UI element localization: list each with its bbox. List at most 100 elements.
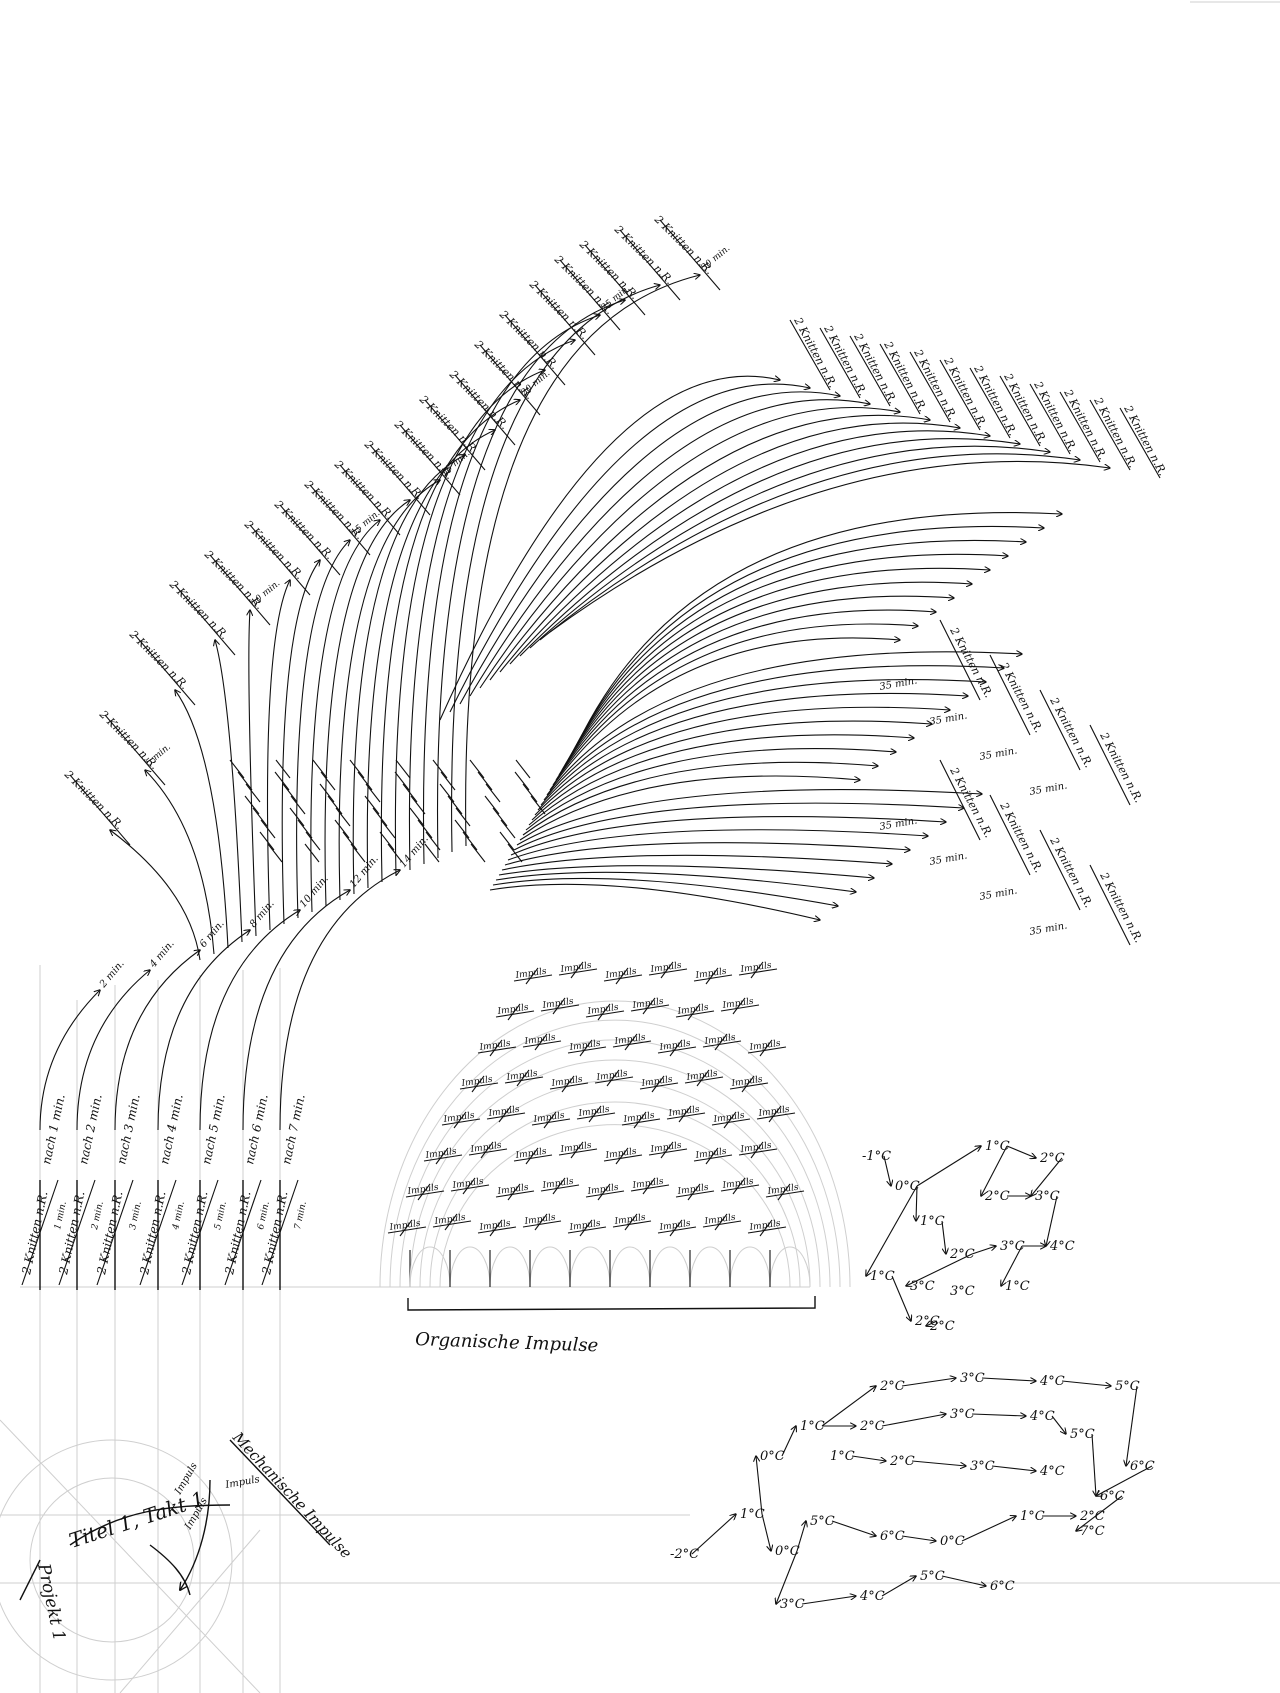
knit-label: 2 Knitten n.R. [997,799,1045,875]
knit-tick [939,759,981,841]
impuls-tick [669,1039,683,1057]
impuls-underline [630,1184,670,1192]
arc-right [558,596,954,776]
knit-tick [1089,864,1131,946]
column-minutes: 5 min. [213,1200,229,1230]
arc-right [555,610,936,781]
hatch-mark [432,759,448,779]
hatch-mark [417,819,433,839]
temperature-arrow [776,1550,798,1604]
impuls-underline [468,1148,508,1156]
arc-up-left [451,285,660,853]
column-nach-label: nach 2 min. [76,1093,105,1166]
arc-right [489,883,820,920]
impuls-label: Impuls [622,1111,656,1125]
knit-label: 2 Knitten n.R. [1097,869,1145,945]
temperature-node: -1°C [862,1149,891,1164]
impuls-tick [471,1075,485,1093]
temperature-node: 2°C [859,1419,885,1434]
impuls-label: Impuls [478,1219,512,1233]
hatch-mark [455,807,471,827]
impuls-tick [615,1147,629,1165]
impuls-label: Impuls [478,1039,512,1053]
impuls-underline [477,1046,517,1054]
arc-upper-right [509,430,990,665]
knit-tick [619,229,681,301]
hatch-mark [364,795,380,815]
hatch-mark [365,783,381,803]
column-arc [279,870,400,1131]
column-arc-end: 8 min. [248,898,277,929]
pencil-arch [689,1246,731,1288]
arc-end-minutes: 35 min. [929,710,969,727]
column-tick [261,1179,299,1286]
temperature-node: 5°C [810,1514,835,1529]
column-nach-label: nach 3 min. [114,1093,143,1166]
temperature-arrow [941,1575,986,1586]
arc-up-left [310,520,380,913]
impuls-underline [513,974,553,982]
impuls-tick [696,1069,710,1087]
impuls-label: Impuls [649,1141,683,1155]
column-nach-label: nach 6 min. [242,1093,271,1166]
pencil-arch [649,1246,691,1288]
column-tick [21,1179,59,1286]
column-arc-end: 4 min. [147,938,177,970]
temperature-node: 1°C [1005,1279,1030,1294]
knit-tick [939,619,981,701]
impuls-underline [756,1112,796,1120]
arc-end-minutes: 35 min. [879,675,919,692]
arc-upper-right [479,407,900,689]
impuls-label: Impuls [748,1039,782,1053]
arc-right [537,693,968,811]
temperature-node: 2°C [949,1247,975,1262]
impuls-underline [576,1112,616,1120]
hatch-mark [485,783,501,803]
impuls-tick [579,1039,593,1057]
hatch-mark [530,795,546,815]
impuls-underline [675,1190,715,1198]
arc-up-left [408,340,575,871]
knit-label: 2 Knitten n.R. [997,659,1045,735]
impuls-tick [489,1219,503,1237]
arc-end-minutes: 35 min. [879,815,919,832]
column-arc [157,930,250,1131]
knit-tick [1089,399,1131,471]
temperature-node: 1°C [985,1139,1010,1154]
impuls-label: Impuls [559,1141,593,1155]
impuls-tick [435,1147,449,1165]
hatch-mark [425,831,441,851]
pencil-arch [569,1246,611,1288]
temperature-node: 1°C [920,1214,945,1229]
temperature-node: 3°C [1035,1189,1060,1204]
pencil-dome [379,1000,851,1288]
organic-caption: Organische Impulse [415,1329,599,1356]
impuls-underline [477,1226,517,1234]
arc-end-minutes: 35 min. [929,850,969,867]
impuls-underline [540,1184,580,1192]
temperature-node: 4°C [1049,1239,1075,1254]
hatch-mark [327,795,343,815]
knit-label: 2 Knitten n.R. [947,764,995,840]
impuls-underline [747,1226,787,1234]
impuls-tick [624,1213,638,1231]
temperature-node: -2°C [670,1547,699,1562]
column-knit-label: 2 Knitten n.R. [19,1190,51,1277]
temperature-node: 1°C [740,1507,765,1522]
impuls-label: Impuls [532,1111,566,1125]
temperature-arrow [981,1145,1008,1196]
temperature-arrow [961,1516,1016,1542]
impuls-tick [606,1069,620,1087]
impuls-underline [648,1148,688,1156]
impuls-underline [657,1046,697,1054]
temperature-node: 0°C [775,1544,800,1559]
knit-tick [989,654,1031,736]
impuls-label: Impuls [433,1213,467,1227]
hatch-mark [267,843,283,863]
knit-tick [559,259,621,331]
temperature-node: 3°C [1000,1239,1025,1254]
arc-up-left [215,640,243,943]
temperature-arrow [881,1414,946,1427]
